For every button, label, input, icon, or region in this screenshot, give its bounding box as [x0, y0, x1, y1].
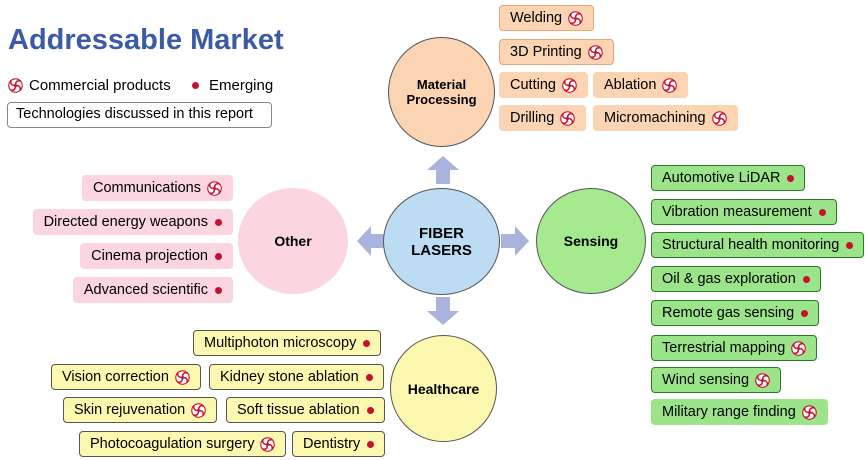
legend-emerging: Emerging — [192, 77, 273, 94]
healthcare-item-label: Vision correction — [62, 369, 169, 385]
commercial-swirl-icon — [568, 11, 583, 26]
commercial-swirl-icon — [8, 78, 23, 93]
sensing-item: Military range finding — [651, 399, 828, 425]
sensing-circle: Sensing — [536, 188, 646, 294]
emerging-dot-icon — [818, 208, 826, 216]
other-item: Cinema projection — [80, 243, 233, 269]
sensing-item-label: Remote gas sensing — [662, 305, 795, 321]
sensing-item-label: Oil & gas exploration — [662, 271, 796, 287]
emerging-dot-icon — [366, 406, 374, 414]
legend-commercial-label: Commercial products — [29, 77, 171, 94]
mp-item-label: Ablation — [604, 77, 657, 93]
mp-item: Cutting — [499, 72, 588, 98]
commercial-swirl-icon — [662, 78, 677, 93]
sensing-item-label: Automotive LiDAR — [662, 170, 781, 186]
commercial-swirl-icon — [802, 405, 817, 420]
mp-item-label: Cutting — [510, 77, 556, 93]
sensing-item-label: Structural health monitoring — [662, 237, 840, 253]
commercial-swirl-icon — [260, 437, 275, 452]
mp-item: Micromachining — [593, 105, 738, 131]
arrow-down-icon — [427, 297, 459, 325]
healthcare-item-label: Skin rejuvenation — [74, 402, 186, 418]
sensing-item-label: Military range finding — [662, 404, 796, 420]
mp-item-label: Drilling — [510, 110, 555, 126]
sensing-item: Wind sensing — [651, 367, 782, 393]
emerging-dot-icon — [365, 373, 373, 381]
healthcare-item: Vision correction — [51, 364, 201, 390]
page-title: Addressable Market — [8, 24, 284, 56]
sensing-label: Sensing — [563, 233, 619, 249]
commercial-swirl-icon — [791, 341, 806, 356]
mp-item: Welding — [499, 5, 595, 31]
healthcare-item: Soft tissue ablation — [226, 397, 385, 423]
commercial-swirl-icon — [588, 45, 603, 60]
commercial-swirl-icon — [755, 373, 770, 388]
legend-emerging-label: Emerging — [209, 77, 274, 94]
healthcare-item: Skin rejuvenation — [63, 397, 218, 423]
arrow-left-icon — [357, 226, 385, 256]
sensing-item: Oil & gas exploration — [651, 266, 821, 292]
healthcare-item-label: Photocoagulation surgery — [90, 436, 255, 452]
sensing-item: Automotive LiDAR — [651, 165, 806, 191]
other-item-label: Communications — [93, 180, 201, 196]
legend-commercial: Commercial products — [8, 77, 171, 94]
center-label: FIBER LASERS — [411, 224, 472, 259]
arrow-right-icon — [501, 226, 529, 256]
material-processing-circle: Material Processing — [388, 37, 495, 147]
emerging-dot-icon — [846, 241, 854, 249]
sensing-item: Structural health monitoring — [651, 232, 865, 258]
healthcare-item: Multiphoton microscopy — [193, 330, 382, 356]
mp-item: Drilling — [499, 105, 587, 131]
healthcare-item-label: Soft tissue ablation — [237, 402, 360, 418]
other-item: Directed energy weapons — [32, 209, 233, 235]
material-processing-label: Material Processing — [406, 77, 477, 107]
commercial-swirl-icon — [560, 111, 575, 126]
mp-item-label: 3D Printing — [510, 44, 582, 60]
sensing-item-label: Wind sensing — [662, 372, 750, 388]
emerging-dot-icon — [215, 218, 222, 226]
healthcare-item-label: Multiphoton microscopy — [204, 335, 357, 351]
healthcare-circle: Healthcare — [390, 335, 497, 442]
commercial-swirl-icon — [175, 370, 190, 385]
legend-technologies-box: Technologies discussed in this report — [7, 102, 272, 128]
emerging-dot-icon — [363, 339, 371, 347]
emerging-dot-icon — [787, 174, 795, 182]
commercial-swirl-icon — [191, 403, 206, 418]
commercial-swirl-icon — [712, 111, 727, 126]
healthcare-item: Dentistry — [292, 431, 386, 457]
mp-item: Ablation — [593, 72, 689, 98]
emerging-dot-icon — [801, 309, 809, 317]
sensing-item: Vibration measurement — [651, 199, 837, 225]
sensing-item-label: Vibration measurement — [662, 204, 812, 220]
mp-item: 3D Printing — [499, 39, 614, 65]
emerging-dot-icon — [802, 275, 810, 283]
other-item-label: Cinema projection — [91, 248, 208, 264]
arrow-up-icon — [427, 156, 459, 184]
other-label: Other — [274, 233, 312, 249]
emerging-dot-icon — [367, 440, 375, 448]
other-item-label: Advanced scientific — [83, 282, 208, 298]
other-item: Communications — [82, 175, 233, 201]
other-item-label: Directed energy weapons — [43, 214, 208, 230]
emerging-dot-icon — [215, 252, 222, 260]
sensing-item-label: Terrestrial mapping — [662, 340, 786, 356]
other-circle: Other — [238, 188, 348, 294]
center-circle: FIBER LASERS — [383, 188, 500, 295]
emerging-dot-icon — [192, 82, 199, 89]
healthcare-item: Kidney stone ablation — [209, 364, 384, 390]
healthcare-label: Healthcare — [407, 380, 480, 397]
healthcare-item: Photocoagulation surgery — [79, 431, 287, 457]
commercial-swirl-icon — [562, 78, 577, 93]
emerging-dot-icon — [215, 286, 222, 294]
mp-item-label: Micromachining — [604, 110, 706, 126]
mp-item-label: Welding — [510, 10, 563, 26]
other-item: Advanced scientific — [72, 277, 233, 303]
sensing-item: Remote gas sensing — [651, 300, 820, 326]
commercial-swirl-icon — [207, 181, 222, 196]
sensing-item: Terrestrial mapping — [651, 335, 818, 361]
healthcare-item-label: Kidney stone ablation — [220, 369, 359, 385]
healthcare-item-label: Dentistry — [303, 436, 361, 452]
